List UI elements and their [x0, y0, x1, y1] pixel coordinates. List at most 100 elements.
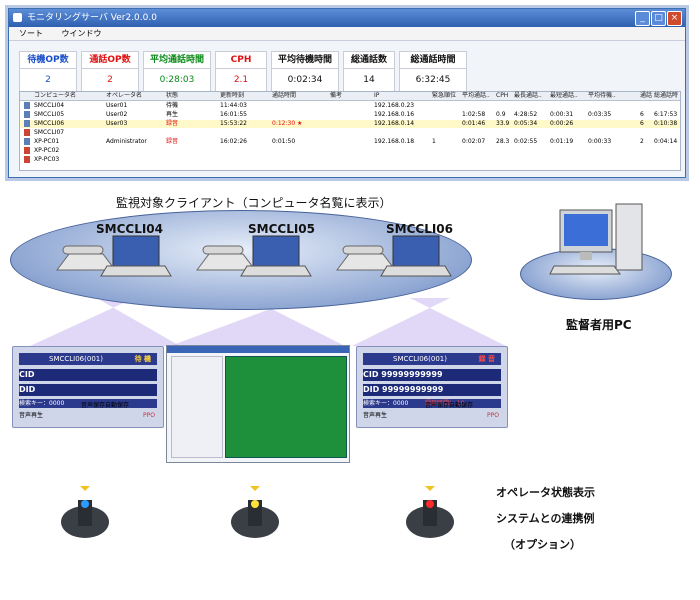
- computer-status-icon: [24, 138, 30, 145]
- maximize-button[interactable]: □: [651, 11, 666, 26]
- table-cell: 録音: [166, 120, 179, 127]
- stat-total-calls: 総通話数 14: [343, 51, 395, 93]
- panel-header: SMCCLI06(001) 録 音: [363, 353, 501, 365]
- column-header[interactable]: 更新時刻: [220, 92, 245, 99]
- title-bar: モニタリングサーバ Ver2.0.0.0 _ □ ×: [9, 9, 685, 27]
- panel-status: 録 音: [478, 355, 495, 363]
- laptop-base-icon: [380, 265, 452, 277]
- column-header[interactable]: 平均通話..: [462, 92, 490, 99]
- table-cell: 192.168.0.23: [374, 102, 415, 109]
- table-cell: 0:01:46: [462, 120, 486, 127]
- table-cell: SMCCLI07: [34, 129, 65, 136]
- table-cell: XP-PC02: [34, 147, 60, 154]
- client-label-3: SMCCLI06: [386, 222, 454, 236]
- app-screenshot-sidebar: [171, 356, 223, 458]
- keyboard-icon: [549, 265, 621, 275]
- computer-list-table[interactable]: コンピュータ名 オペレータ名 状態 更新時刻 通話時間 備考 IP 緊急順位平均通話.. CPH…: [19, 91, 681, 171]
- column-header[interactable]: 最短通話..: [550, 92, 578, 99]
- table-cell: 0:02:07: [462, 138, 486, 145]
- lamp-blue-icon: [61, 486, 109, 538]
- did-row: DID: [19, 384, 157, 396]
- cid-row: CID 99999999999: [363, 369, 501, 381]
- column-header[interactable]: 最長通話..: [514, 92, 542, 99]
- panel-status: 待 機: [134, 355, 151, 363]
- table-cell: 0:10:38: [654, 120, 678, 127]
- note-line-3: （オプション）: [504, 538, 581, 551]
- stat-label: 総通話時間: [400, 52, 466, 69]
- menu-item-sort[interactable]: ソート: [19, 29, 43, 38]
- menu-item-window[interactable]: ウインドウ: [61, 29, 102, 38]
- minimize-button[interactable]: _: [635, 11, 650, 26]
- client-1-devices: [56, 235, 172, 277]
- app-screenshot-panel: [166, 345, 350, 463]
- table-header: コンピュータ名 オペレータ名 状態 更新時刻 通話時間 備考 IP 緊急順位平均通話.. CPH…: [20, 92, 680, 101]
- stat-label: 平均通話時間: [144, 52, 210, 69]
- rec-time-label: 録音時間： 10: [425, 400, 465, 407]
- table-cell: 録音: [166, 138, 179, 145]
- operator-panel-waiting: SMCCLI06(001) 待 機 CID DID 検索キー：0000 音声再生…: [12, 346, 164, 428]
- stat-value: 2.1: [233, 75, 249, 85]
- stat-label: 平均待機時間: [272, 52, 338, 69]
- stat-cph: CPH 2.1: [215, 51, 267, 93]
- computer-offline-icon: [24, 129, 30, 136]
- column-header[interactable]: CPH: [496, 92, 509, 99]
- handset-icon: [62, 245, 104, 255]
- computer-offline-icon: [24, 147, 30, 154]
- note-line-2: システムとの連携例: [496, 512, 595, 525]
- stat-value: 0:28:03: [159, 75, 195, 85]
- column-header[interactable]: 緊急順位: [432, 92, 457, 99]
- menu-bar: ソート ウインドウ: [9, 27, 685, 41]
- search-key-label: 検索キー：0000: [363, 400, 409, 407]
- table-cell: 0:05:34: [514, 120, 538, 127]
- table-cell: 192.168.0.14: [374, 120, 415, 127]
- column-header[interactable]: 状態: [166, 92, 179, 99]
- group-label: 監視対象クライアント（コンピュータ名覧に表示）: [116, 196, 392, 210]
- panel-title: SMCCLI06(001): [393, 355, 447, 363]
- column-header[interactable]: コンピュータ名: [34, 92, 77, 99]
- stat-value: 2: [45, 75, 51, 85]
- phone-icon: [196, 253, 256, 271]
- handset-icon: [202, 245, 244, 255]
- stat-avg-call-time: 平均通話時間 0:28:03: [143, 51, 211, 93]
- table-cell: 2: [640, 138, 644, 145]
- column-header[interactable]: 通話: [640, 92, 653, 99]
- close-button[interactable]: ×: [667, 11, 682, 26]
- supervisor-pc-label: 監督者用PC: [566, 318, 632, 332]
- column-header[interactable]: 通話時間: [272, 92, 297, 99]
- table-cell: User02: [106, 111, 128, 118]
- play-button[interactable]: 音声再生: [363, 412, 388, 419]
- stat-total-call-time: 総通話時間 6:32:45: [399, 51, 467, 93]
- table-cell: 6: [640, 111, 644, 118]
- laptop-icon: [252, 235, 300, 267]
- computer-status-icon: [24, 111, 30, 118]
- table-row[interactable]: XP-PC02: [20, 147, 680, 155]
- table-row[interactable]: SMCCLI07: [20, 129, 680, 137]
- client-3-devices: [336, 235, 452, 277]
- column-header[interactable]: 平均待機..: [588, 92, 616, 99]
- table-cell: 0:12:30 ★: [272, 120, 303, 127]
- callout-left: [30, 300, 180, 346]
- table-cell: XP-PC01: [34, 138, 60, 145]
- table-row[interactable]: XP-PC03: [20, 156, 680, 164]
- cid-row: CID: [19, 369, 157, 381]
- play-button[interactable]: 音声再生: [19, 412, 44, 419]
- column-header[interactable]: 備考: [330, 92, 343, 99]
- callout-right: [352, 298, 506, 346]
- table-cell: 28.3: [496, 138, 510, 145]
- column-header[interactable]: IP: [374, 92, 380, 99]
- panel-footer: 音声再生 音声保存自動保存 PPO: [19, 402, 157, 422]
- table-cell: 0:00:26: [550, 120, 574, 127]
- stat-label: 通話OP数: [82, 52, 138, 69]
- computer-status-icon: [24, 102, 30, 109]
- table-cell: 0:04:14: [654, 138, 678, 145]
- laptop-base-icon: [240, 265, 312, 277]
- stat-value: 0:02:34: [287, 75, 323, 85]
- monitoring-window: モニタリングサーバ Ver2.0.0.0 _ □ × ソート ウインドウ 待機O…: [8, 8, 686, 178]
- column-header[interactable]: 総通話時: [654, 92, 679, 99]
- column-header[interactable]: オペレータ名: [106, 92, 143, 99]
